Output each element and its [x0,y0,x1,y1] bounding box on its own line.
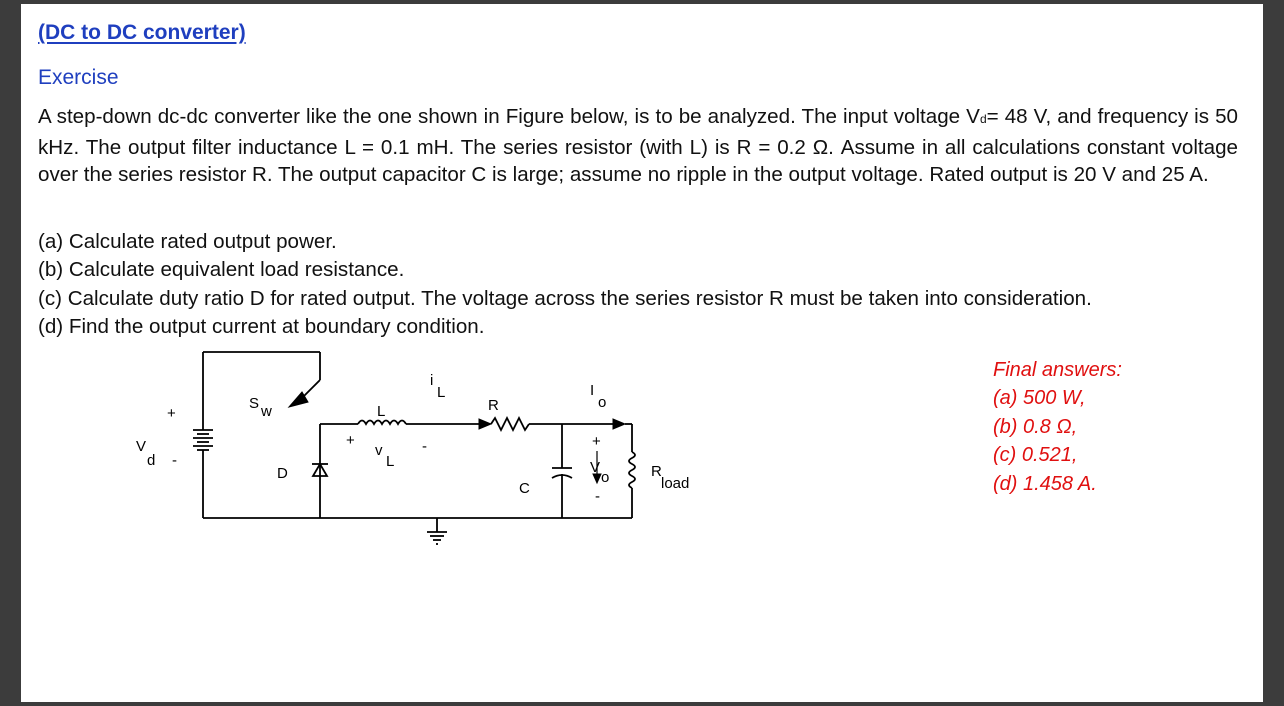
load-resistor-symbol [628,451,636,489]
vd-label: V [136,438,146,455]
question-d: (d) Find the output current at boundary … [38,315,485,339]
answer-c: (c) 0.521, [993,444,1078,467]
section-heading: Exercise [38,66,119,89]
answer-d: (d) 1.458 A. [993,472,1097,495]
ground-icon [427,518,447,545]
current-arrow-io [612,418,627,430]
vd-plus-label: + [167,405,176,422]
battery-symbol [193,429,213,451]
vl-label: v [375,442,383,459]
vd-subscript-label: d [147,452,155,469]
vo-subscript-label: o [601,469,609,486]
resistor-label: R [488,397,499,414]
diode-label: D [277,465,288,482]
answers-heading: Final answers: [993,359,1122,381]
question-b: (b) Calculate equivalent load resistance… [38,258,405,282]
final-answers: Final answers: (a) 500 W, (b) 0.8 Ω, (c)… [993,356,1122,498]
load-subscript-label: load [661,475,689,492]
answer-a: (a) 500 W, [993,387,1086,410]
io-subscript-label: o [598,394,606,411]
answer-b: (b) 0.8 Ω, [993,415,1078,438]
vl-minus-label: - [422,438,427,455]
page-title: (DC to DC converter) [38,21,246,44]
io-label: I [590,382,594,399]
vo-plus-label: + [592,433,601,450]
diode-symbol [311,462,329,477]
statement-subscript: d [979,112,987,126]
buck-converter-circuit-diagram: + V d - S w L i L + v L - R I o + V o - … [136,351,689,545]
question-list: (a) Calculate rated output power. (b) Ca… [38,228,1253,342]
current-arrow-il [478,418,493,430]
sw-label: S [249,395,259,412]
statement-text-2: = 48 V, and frequency is 50 kHz. The out… [38,105,1238,186]
question-c: (c) Calculate duty ratio D for rated out… [38,286,1092,310]
vd-minus-label: - [172,452,177,469]
load-label: R [651,463,662,480]
resistor-symbol [490,415,530,433]
capacitor-symbol [551,467,573,479]
statement-text-1: A step-down dc-dc converter like the one… [38,105,980,128]
il-subscript-label: L [437,384,445,401]
il-label: i [430,372,433,389]
capacitor-label: C [519,480,530,497]
vl-plus-label: + [346,432,355,449]
vo-label: V [590,459,600,476]
problem-statement: A step-down dc-dc converter like the one… [38,103,1238,189]
switch-symbol [287,379,321,408]
sw-subscript-label: w [260,403,272,420]
vl-subscript-label: L [386,453,394,470]
inductor-label: L [377,403,385,420]
document-page: (DC to DC converter) Exercise A step-dow… [21,4,1263,702]
inductor-symbol [357,419,407,426]
question-a: (a) Calculate rated output power. [38,230,337,253]
vo-minus-label: - [595,488,600,505]
